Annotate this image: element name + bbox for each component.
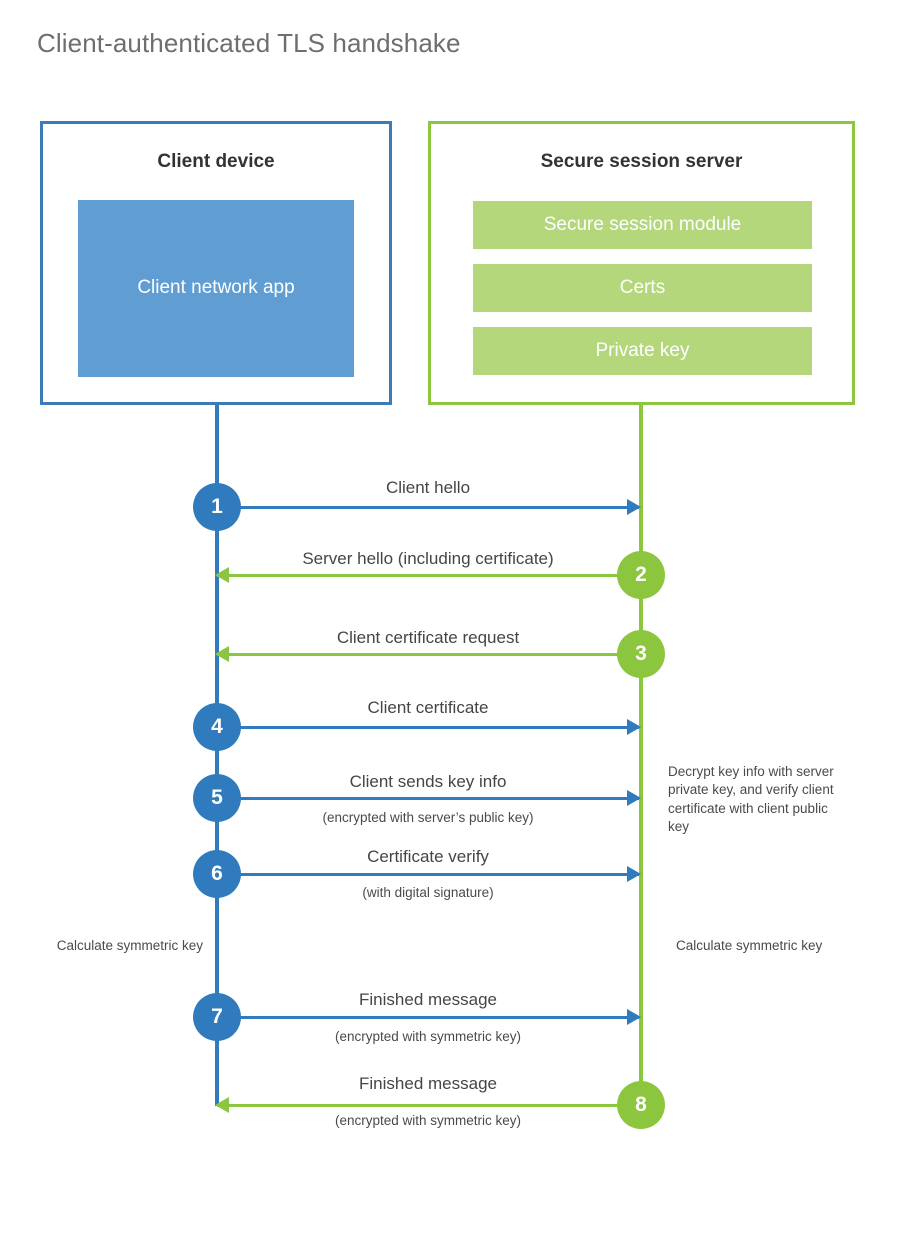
step-8-arrow-line bbox=[217, 1104, 639, 1107]
step-8-arrowhead-icon bbox=[215, 1097, 229, 1113]
step-5-label: Client sends key info bbox=[349, 772, 507, 791]
step-7-label: Finished message bbox=[359, 990, 497, 1009]
step-4-label: Client certificate bbox=[367, 698, 489, 717]
client-device-box: Client device Client network app bbox=[40, 121, 392, 405]
client-network-app-node: Client network app bbox=[78, 200, 354, 377]
server-decrypt-note: Decrypt key info with server private key… bbox=[668, 764, 834, 835]
step-7-arrowhead-icon bbox=[627, 1009, 641, 1025]
step-7-arrow-line bbox=[217, 1016, 639, 1019]
server-component-certs: Certs bbox=[473, 264, 812, 312]
client-device-title: Client device bbox=[157, 151, 275, 172]
server-lifeline bbox=[639, 405, 643, 1105]
step-7-sublabel: (encrypted with symmetric key) bbox=[334, 1029, 522, 1044]
step-2-arrow-line bbox=[217, 574, 639, 577]
step-5-arrow-line bbox=[217, 797, 639, 800]
client-calculate-symmetric-key-note: Calculate symmetric key bbox=[56, 938, 203, 953]
page-title: Client-authenticated TLS handshake bbox=[37, 28, 461, 58]
server-component-private-key: Private key bbox=[473, 327, 812, 375]
step-1-label: Client hello bbox=[385, 478, 471, 497]
server-calculate-symmetric-key-note: Calculate symmetric key bbox=[676, 938, 823, 953]
step-2-marker[interactable]: 2 bbox=[617, 551, 665, 599]
secure-session-server-box: Secure session server Secure session mod… bbox=[428, 121, 855, 405]
client-lifeline bbox=[215, 405, 219, 1106]
step-4-arrow-line bbox=[217, 726, 639, 729]
step-3-arrowhead-icon bbox=[215, 646, 229, 662]
step-5-sublabel: (encrypted with server’s public key) bbox=[322, 810, 534, 825]
step-5-arrowhead-icon bbox=[627, 790, 641, 806]
step-2-arrowhead-icon bbox=[215, 567, 229, 583]
step-7-marker[interactable]: 7 bbox=[193, 993, 241, 1041]
step-5-marker[interactable]: 5 bbox=[193, 774, 241, 822]
step-8-sublabel: (encrypted with symmetric key) bbox=[334, 1113, 522, 1128]
secure-session-server-title: Secure session server bbox=[540, 151, 743, 172]
step-6-arrow-line bbox=[217, 873, 639, 876]
client-network-app-label: Client network app bbox=[137, 277, 295, 299]
step-2-label: Server hello (including certificate) bbox=[302, 549, 554, 568]
step-1-arrowhead-icon bbox=[627, 499, 641, 515]
step-8-marker[interactable]: 8 bbox=[617, 1081, 665, 1129]
step-3-arrow-line bbox=[217, 653, 639, 656]
step-3-label: Client certificate request bbox=[336, 628, 520, 647]
server-component-secure-session-module: Secure session module bbox=[473, 201, 812, 249]
step-8-label: Finished message bbox=[359, 1074, 497, 1093]
step-6-sublabel: (with digital signature) bbox=[362, 885, 494, 900]
step-6-arrowhead-icon bbox=[627, 866, 641, 882]
step-6-label: Certificate verify bbox=[367, 847, 489, 866]
step-4-marker[interactable]: 4 bbox=[193, 703, 241, 751]
step-1-arrow-line bbox=[217, 506, 639, 509]
step-3-marker[interactable]: 3 bbox=[617, 630, 665, 678]
step-1-marker[interactable]: 1 bbox=[193, 483, 241, 531]
step-6-marker[interactable]: 6 bbox=[193, 850, 241, 898]
step-4-arrowhead-icon bbox=[627, 719, 641, 735]
